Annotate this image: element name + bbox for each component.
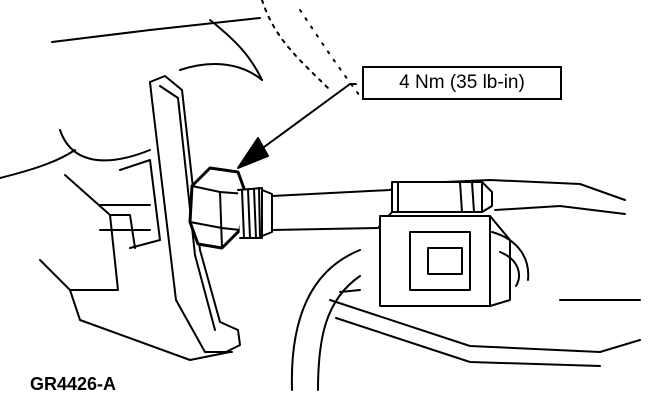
wiring-harness <box>290 249 641 391</box>
figure-code-label: GR4426-A <box>30 374 117 394</box>
hose-line <box>271 179 626 231</box>
torque-spec-callout: 4 Nm (35 lb-in) <box>362 66 562 100</box>
hex-nut <box>188 166 248 250</box>
connector-clip <box>377 181 530 307</box>
callout-leader-arrow <box>237 83 357 169</box>
threaded-fitting <box>237 187 273 239</box>
mounting-bracket <box>39 75 241 361</box>
housing-outline <box>0 0 361 179</box>
torque-spec-label: 4 Nm (35 lb-in) <box>399 72 525 93</box>
